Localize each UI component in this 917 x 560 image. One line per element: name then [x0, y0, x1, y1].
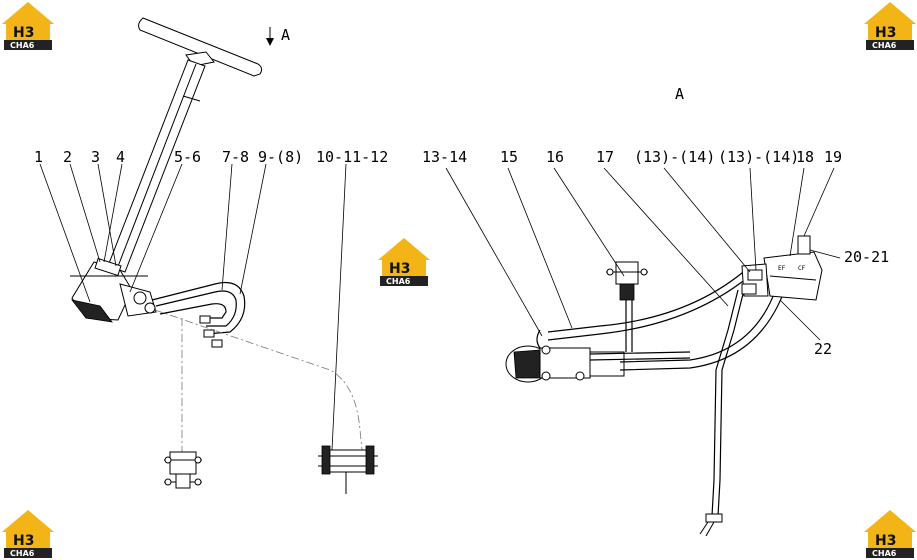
hose-loop-left [151, 281, 246, 348]
priority-valve-block: EF CF [741, 235, 823, 301]
callout-5-6: 5-6 [174, 148, 201, 166]
callout-13-14-second: (13)-(14) [634, 148, 715, 166]
svg-text:EF: EF [778, 265, 786, 272]
steering-column [107, 59, 206, 273]
bottom-fitting-left [164, 451, 202, 489]
callout-22: 22 [814, 340, 832, 358]
callout-15: 15 [500, 148, 518, 166]
logo-wordmark: CHA6 [872, 41, 897, 50]
steering-unit-view-a [505, 345, 625, 383]
logo-mark: H3 [875, 533, 896, 549]
callout-10-11-12: 10-11-12 [316, 148, 388, 166]
callout-4: 4 [116, 148, 125, 166]
leader-lines [39, 163, 841, 451]
view-arrow-a: A [266, 26, 290, 46]
logo-mark: H3 [875, 25, 896, 41]
valve-fitting-view-a [606, 261, 648, 301]
callout-3: 3 [91, 148, 100, 166]
bottom-fitting-center [318, 445, 378, 494]
callout-13-14: 13-14 [422, 148, 467, 166]
hoses-view-a [536, 261, 793, 537]
view-arrow-label: A [281, 26, 290, 44]
callout-9-8: 9-(8) [258, 148, 303, 166]
callout-18: 18 [796, 148, 814, 166]
logo-wordmark: CHA6 [386, 277, 411, 286]
logo-wordmark: CHA6 [10, 549, 35, 558]
logo-mark: H3 [389, 261, 410, 277]
section-view-label: A [675, 85, 684, 103]
callout-labels: 1 2 3 4 5-6 7-8 9-(8) 10-11-12 13-14 15 … [34, 148, 889, 358]
logo-mark: H3 [13, 533, 34, 549]
logo-wordmark: CHA6 [10, 41, 35, 50]
logo-wordmark: CHA6 [872, 549, 897, 558]
callout-13-14-third: (13)-(14) [718, 148, 799, 166]
svg-text:CF: CF [798, 265, 806, 272]
steering-unit [70, 257, 157, 323]
callout-19: 19 [824, 148, 842, 166]
callout-2: 2 [63, 148, 72, 166]
callout-1: 1 [34, 148, 43, 166]
callout-20-21: 20-21 [844, 248, 889, 266]
steering-wheel [138, 17, 263, 77]
logo-mark: H3 [13, 25, 34, 41]
callout-17: 17 [596, 148, 614, 166]
callout-16: 16 [546, 148, 564, 166]
callout-7-8: 7-8 [222, 148, 249, 166]
